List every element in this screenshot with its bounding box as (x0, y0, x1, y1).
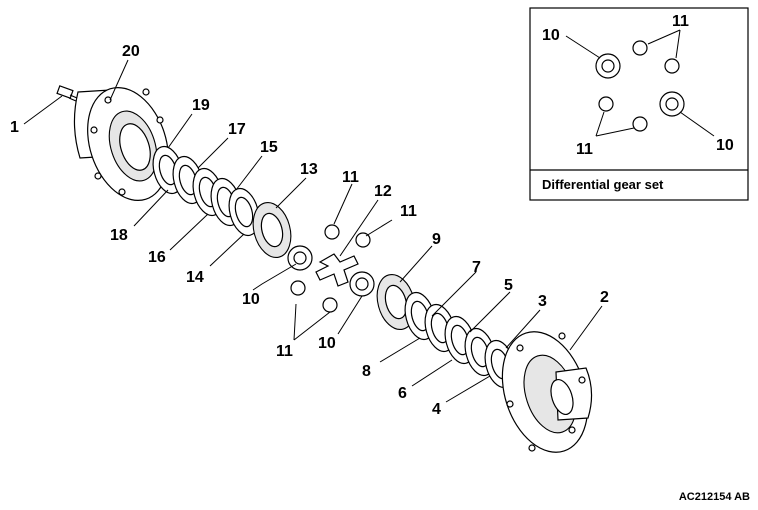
callout-1: 1 (10, 119, 19, 136)
inset-pinion-bottom (632, 116, 648, 132)
part-10-side-gear-left (287, 245, 313, 271)
inset-caption: Differential gear set (542, 177, 664, 192)
callout-19: 19 (192, 97, 210, 114)
part-13-pressure-ring (252, 202, 292, 258)
leader-lines (23, 59, 603, 403)
part-10-side-gear-right (349, 271, 375, 297)
inset-pinion-right (664, 58, 680, 74)
callout-13: 13 (300, 161, 318, 178)
part-12-spider (315, 253, 359, 287)
callout-4: 4 (432, 401, 441, 418)
clutch-stack-right (404, 291, 516, 389)
part-20-case (73, 87, 169, 201)
callout-6: 6 (398, 385, 407, 402)
callout-15: 15 (260, 139, 278, 156)
part-2-case (501, 331, 593, 453)
figure-id: AC212154 AB (679, 491, 750, 503)
callout-18: 18 (110, 227, 128, 244)
part-11-pinion-gears (290, 224, 371, 313)
inset-side-gear-top-left (595, 53, 621, 79)
callout-11-lower: 11 (276, 343, 293, 360)
callout-2: 2 (600, 289, 609, 306)
inset-callout-10-bottom: 10 (716, 137, 734, 154)
callout-10-right: 10 (318, 335, 336, 352)
inset-callout-11-top: 11 (672, 13, 689, 30)
clutch-stack-left (152, 145, 260, 237)
inset-pinion-left (598, 96, 614, 112)
callout-16: 16 (148, 249, 166, 266)
callout-11-upper-right: 11 (400, 203, 417, 220)
inset-side-gear-bottom-right (659, 91, 685, 117)
inset-callout-10-top: 10 (542, 27, 560, 44)
callout-7: 7 (472, 259, 481, 276)
inset-differential-gear-set: 10 11 11 10 Differential gear set (529, 7, 749, 201)
callout-9: 9 (432, 231, 441, 248)
callout-14: 14 (186, 269, 204, 286)
inset-frame (529, 7, 749, 201)
callouts: 1 20 19 18 17 16 15 14 13 11 12 11 10 11… (10, 43, 609, 418)
inset-pinion-top (632, 40, 648, 56)
callout-17: 17 (228, 121, 246, 138)
inset-callout-11-bottom: 11 (576, 141, 593, 158)
callout-10-left: 10 (242, 291, 260, 308)
callout-5: 5 (504, 277, 513, 294)
callout-11-upper-left: 11 (342, 169, 359, 186)
callout-12: 12 (374, 183, 392, 200)
callout-20: 20 (122, 43, 140, 60)
callout-8: 8 (362, 363, 371, 380)
callout-3: 3 (538, 293, 547, 310)
